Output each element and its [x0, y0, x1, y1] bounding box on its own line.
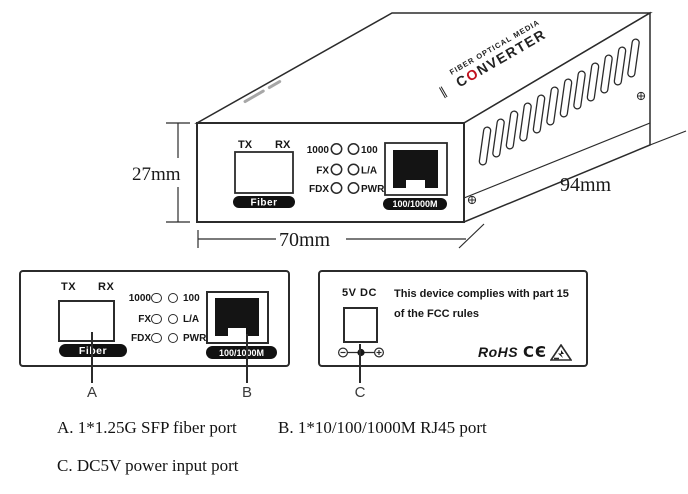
- dc-power-port: [343, 307, 378, 343]
- led-row: 1000 100: [115, 292, 200, 304]
- esd-warning-icon: [550, 344, 572, 361]
- rohs-mark: RoHS: [478, 344, 519, 360]
- fcc-statement: This device complies with part 15 of the…: [394, 284, 584, 324]
- ventilation-slots: [478, 38, 640, 166]
- led-circle: [347, 143, 360, 155]
- led-label: 1000: [128, 292, 151, 304]
- led-label: PWR: [361, 184, 385, 195]
- led-circle: [151, 313, 162, 325]
- isometric-device-drawing: ‖ FIBER OPTICAL MEDIA CONVERTER TX RX Fi…: [132, 11, 687, 251]
- callout-line-c: [359, 344, 361, 383]
- led-circle: [151, 332, 162, 344]
- rx-label: RX: [98, 281, 115, 293]
- rj45-port: [206, 291, 269, 344]
- rj45-notch: [228, 328, 246, 336]
- led-label: PWR: [183, 332, 207, 344]
- height-dimension-lines: [166, 122, 190, 223]
- led-circle: [347, 182, 360, 194]
- width-dimension-lines: [197, 223, 485, 249]
- screw-icon: [467, 195, 477, 205]
- tx-label: TX: [61, 281, 77, 293]
- rj45-badge-label: 100/1000M: [392, 199, 437, 209]
- led-circle: [330, 143, 343, 155]
- width-dimension-label: 70mm: [279, 229, 331, 251]
- led-circle: [347, 163, 360, 176]
- callout-letter-b: B: [241, 384, 252, 401]
- led-label: FDX: [131, 332, 151, 344]
- height-dimension-label: 27mm: [132, 164, 181, 185]
- led-row: FX L/A: [115, 313, 199, 325]
- legend-item-a: A. 1*1.25G SFP fiber port: [57, 418, 237, 437]
- callout-line-a: [91, 332, 93, 383]
- led-label: 100: [183, 292, 200, 304]
- fcc-line-1: This device complies with part 15: [394, 288, 569, 300]
- tx-label: TX: [238, 139, 253, 151]
- rj45-opening: [215, 298, 259, 336]
- front-panel-detail-view: TX RX Fiber 1000 100 FX L/A FDX PWR: [19, 270, 290, 367]
- rear-panel-detail-view: 5V DC This device complies with part 15 …: [318, 270, 588, 367]
- rj45-badge: 100/1000M: [206, 346, 277, 359]
- led-circle: [330, 163, 343, 176]
- sfp-port: [234, 151, 294, 194]
- led-label: 1000: [307, 145, 330, 156]
- legend-item-b: B. 1*10/100/1000M RJ45 port: [278, 418, 487, 437]
- sfp-port: [58, 300, 115, 342]
- led-circle: [151, 292, 162, 304]
- fiber-badge-label: Fiber: [78, 344, 108, 357]
- led-label: L/A: [361, 165, 377, 176]
- led-label: FX: [316, 165, 329, 176]
- depth-dimension-label: 94mm: [560, 174, 612, 196]
- led-indicators: 1000 100 FX L/A FDX PWR: [307, 143, 385, 195]
- polarity-icon: [337, 347, 384, 358]
- rj45-badge: [383, 198, 447, 210]
- rx-label: RX: [275, 139, 291, 151]
- fcc-line-2: of the FCC rules: [394, 308, 479, 320]
- callout-letter-a: A: [86, 384, 97, 401]
- case-seam-line: [463, 122, 651, 199]
- led-label: L/A: [183, 313, 200, 325]
- legend-item-c: C. DC5V power input port: [57, 456, 239, 475]
- power-label: 5V DC: [342, 287, 377, 299]
- led-circle: [167, 332, 178, 344]
- callout-line-b: [246, 334, 248, 383]
- led-label: FDX: [309, 184, 329, 195]
- ce-mark: CЄ: [523, 343, 548, 361]
- small-print-decoration: [243, 80, 282, 104]
- led-label: FX: [138, 313, 151, 325]
- bottom-edge-extension-line: [649, 130, 687, 146]
- rj45-notch: [406, 180, 425, 188]
- rj45-badge-label: 100/1000M: [218, 347, 265, 358]
- fiber-badge: [233, 196, 295, 208]
- callout-letter-c: C: [354, 384, 366, 401]
- screw-icon: [636, 91, 646, 101]
- rj45-port: [384, 142, 448, 196]
- fiber-badge-label: Fiber: [251, 198, 278, 209]
- led-circle: [167, 292, 178, 304]
- led-row: FDX PWR: [115, 332, 206, 344]
- led-circle: [330, 182, 343, 194]
- led-circle: [167, 313, 178, 325]
- led-label: 100: [361, 145, 378, 156]
- fiber-badge: Fiber: [59, 344, 127, 357]
